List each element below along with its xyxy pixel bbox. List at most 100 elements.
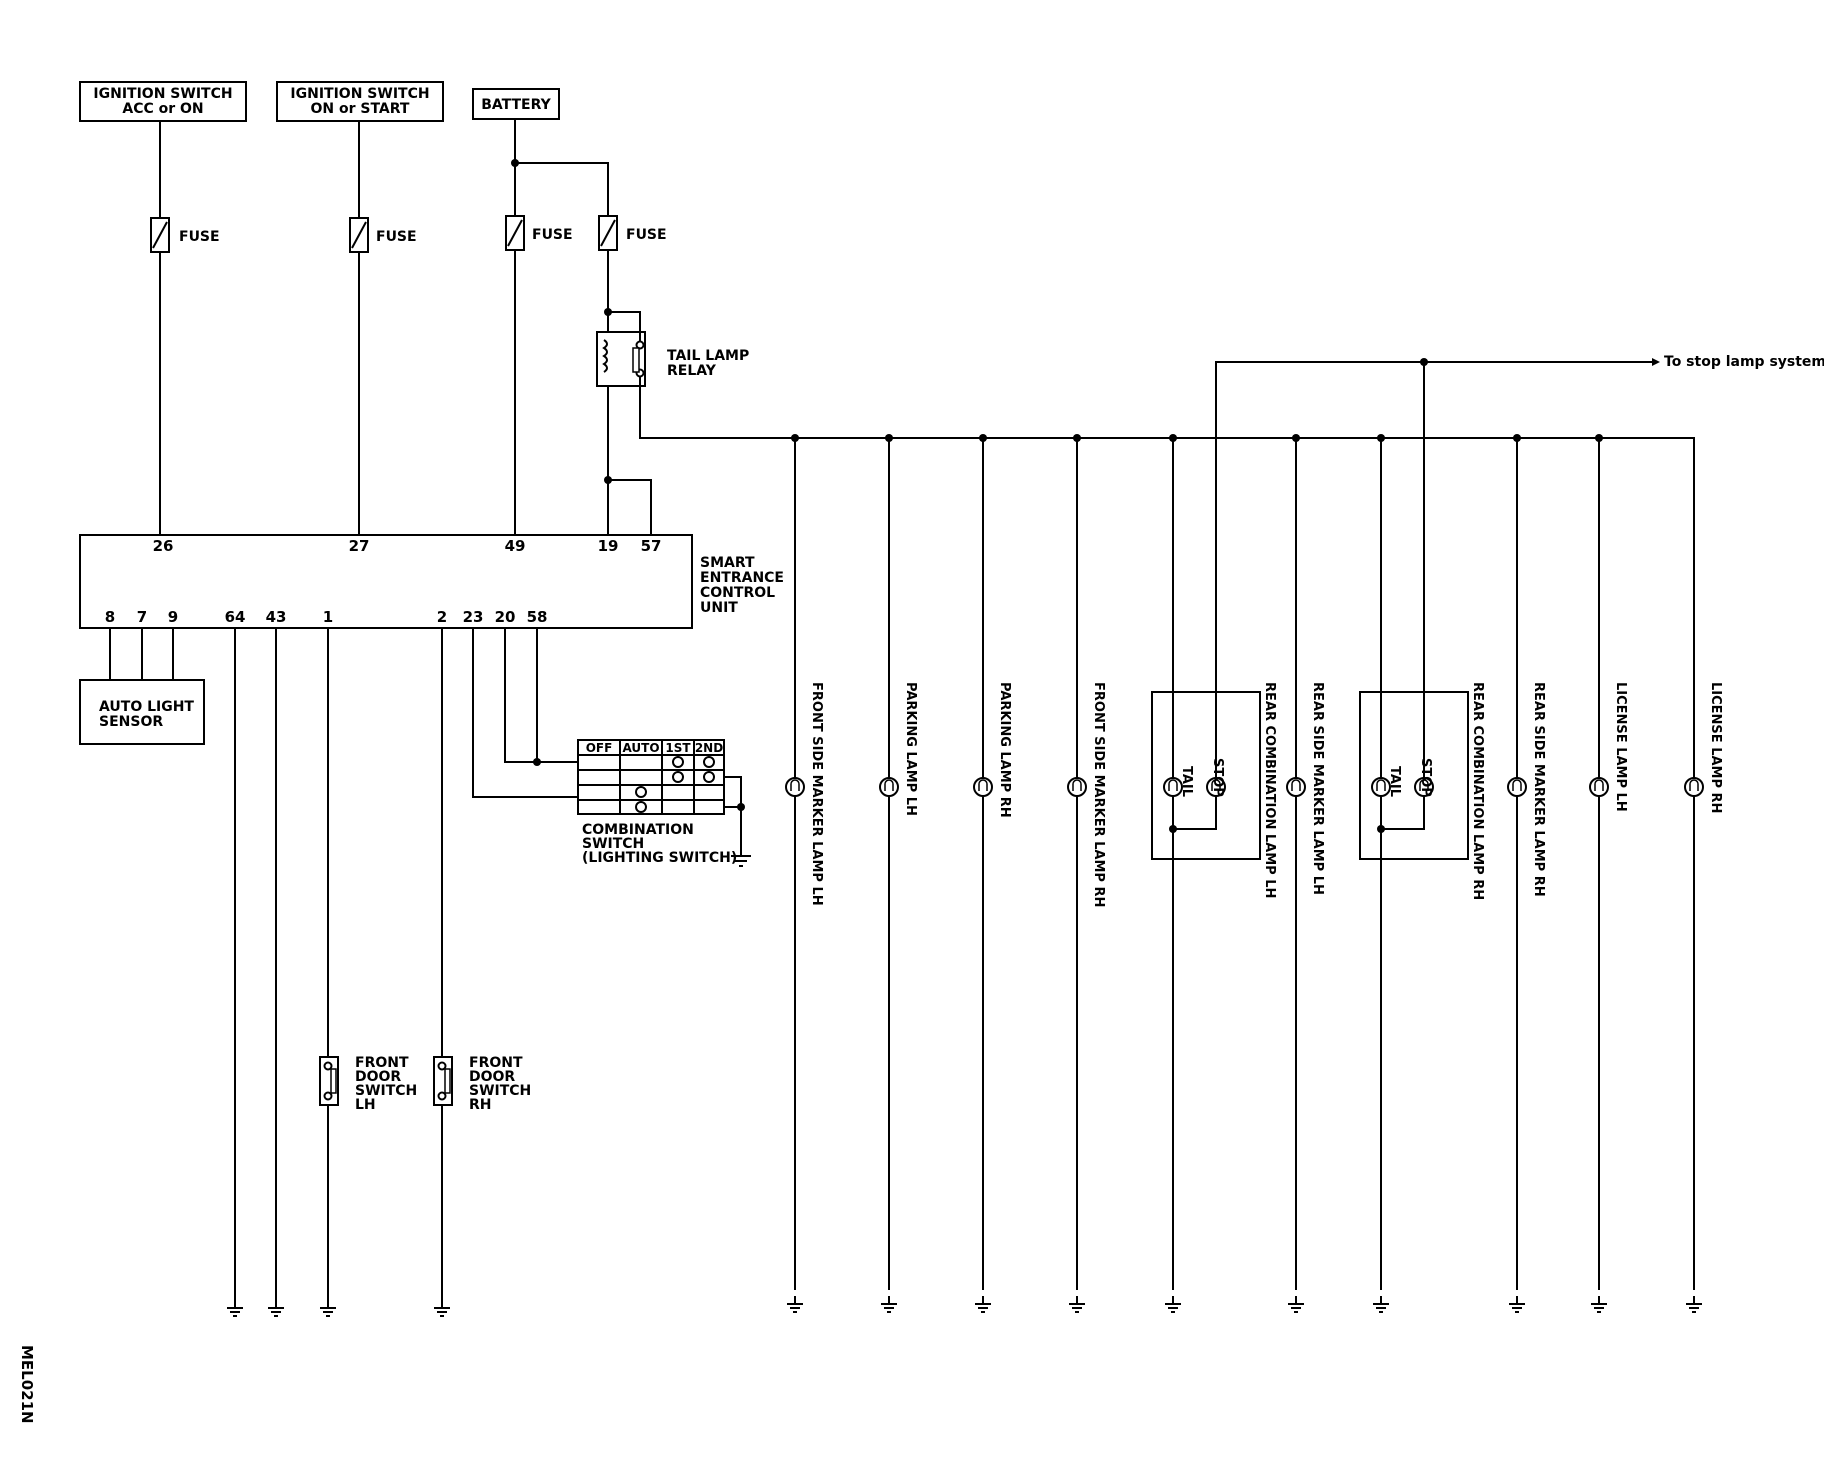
pin-number: 57: [641, 537, 662, 555]
fuse-label: FUSE: [626, 227, 667, 243]
auto-light-sensor-wires: [109, 628, 174, 680]
pin-number: 1: [323, 608, 333, 626]
fuse-icon: [150, 215, 618, 253]
ignition-on-label-1: IGNITION SWITCH: [290, 86, 429, 102]
auto-light-sensor-label-1: AUTO LIGHT: [99, 699, 194, 715]
rear-combination-lamp-rh-stop-label: STOP: [1418, 758, 1433, 797]
pin-number: 8: [105, 608, 115, 626]
rear-combination-lamp-rh-tail-label: TAIL: [1387, 766, 1402, 797]
door-switch-lh-label: FRONT: [355, 1055, 409, 1071]
license-lamp-lh-icon: [1589, 777, 1609, 797]
pin-number: 9: [168, 608, 178, 626]
ground-icon: [1288, 1296, 1304, 1313]
ignition-on-box: [276, 81, 444, 122]
pin-number: 43: [266, 608, 287, 626]
rear-combination-lamp-lh-stop-label: STOP: [1210, 758, 1225, 797]
pin-number: 26: [153, 537, 174, 555]
rear-combination-lamp-lh-label: REAR COMBINATION LAMP LH: [1262, 682, 1277, 898]
rear-combination-lamp-rh-housing: [1359, 691, 1469, 860]
ground-icon: [881, 1296, 897, 1313]
parking-lamp-rh-icon: [973, 777, 993, 797]
door-switch-icon: [319, 1056, 339, 1106]
ground-icon: [787, 1296, 803, 1313]
front-side-marker-lamp-rh-icon: [1067, 777, 1087, 797]
ground-icon: [1591, 1296, 1607, 1313]
ignition-acc-label-2: ACC or ON: [122, 101, 203, 117]
parking-lamp-rh-label: PARKING LAMP RH: [997, 682, 1012, 818]
relay-label-2: RELAY: [667, 363, 717, 379]
door-switch-lh-label: SWITCH: [355, 1083, 417, 1099]
supply-wires: [159, 119, 609, 535]
pin-number: 19: [598, 537, 619, 555]
door-switch-lh-label: DOOR: [355, 1069, 401, 1085]
ignition-on-label-2: ON or START: [311, 101, 410, 117]
combination-switch-label-3: (LIGHTING SWITCH): [582, 850, 737, 866]
relay-feed-wire: [604, 476, 652, 535]
rear-combination-lamp-lh-stop-icon: [1206, 777, 1226, 797]
combination-switch-position: 2ND: [695, 741, 723, 755]
battery-label: BATTERY: [481, 97, 551, 113]
unit-label-1: SMART: [700, 555, 755, 571]
front-side-marker-lamp-lh-label: FRONT SIDE MARKER LAMP LH: [809, 682, 824, 906]
pin-number: 7: [137, 608, 147, 626]
combination-switch-position: OFF: [586, 741, 613, 755]
ignition-acc-label-1: IGNITION SWITCH: [93, 86, 232, 102]
unit-label-2: ENTRANCE: [700, 570, 784, 586]
parking-lamp-lh-label: PARKING LAMP LH: [903, 682, 918, 816]
unit-label-4: UNIT: [700, 600, 738, 616]
pin-number: 49: [505, 537, 526, 555]
unit-output-wires: [234, 628, 578, 1300]
smart-entrance-control-unit: [79, 534, 693, 629]
stop-lamp-note: To stop lamp system: [1664, 354, 1824, 370]
license-lamp-rh-label: LICENSE LAMP RH: [1708, 682, 1723, 813]
ignition-acc-box: [79, 81, 247, 122]
ground-icon: [320, 1300, 336, 1317]
pin-number: 64: [225, 608, 246, 626]
rear-combination-lamp-rh-stop-icon: [1414, 777, 1434, 797]
ground-icon: [975, 1296, 991, 1313]
pin-number: 2: [437, 608, 447, 626]
rear-combination-lamp-lh-tail-label: TAIL: [1179, 766, 1194, 797]
ground-icon: [1509, 1296, 1525, 1313]
ground-icon: [1686, 1296, 1702, 1313]
door-switch-rh-label: SWITCH: [469, 1083, 531, 1099]
parking-lamp-lh-icon: [879, 777, 899, 797]
pin-number: 23: [463, 608, 484, 626]
door-switch-rh-label: DOOR: [469, 1069, 515, 1085]
rear-combination-lamp-rh-label: REAR COMBINATION LAMP RH: [1470, 682, 1485, 900]
rear-side-marker-lamp-lh-label: REAR SIDE MARKER LAMP LH: [1310, 682, 1325, 895]
lamp-layer: FRONT SIDE MARKER LAMP LH PARKING LAMP LH…: [785, 434, 1723, 1290]
auto-light-sensor-label-2: SENSOR: [99, 714, 163, 730]
auto-light-sensor: [79, 679, 205, 745]
rear-combination-lamp-rh-tail-icon: [1371, 777, 1391, 797]
door-switch-lh-label: LH: [355, 1097, 376, 1113]
pin-number: 27: [349, 537, 370, 555]
combination-switch-position: AUTO: [622, 741, 659, 755]
rear-side-marker-lamp-rh-label: REAR SIDE MARKER LAMP RH: [1531, 682, 1546, 897]
combination-switch-label-2: SWITCH: [582, 836, 644, 852]
combination-switch-position: 1ST: [665, 741, 691, 755]
combination-switch-grid: [577, 739, 751, 867]
ground-icon: [1165, 1296, 1181, 1313]
ground-layer: [227, 1296, 1702, 1317]
ground-icon: [1373, 1296, 1389, 1313]
door-switch-rh-label: RH: [469, 1097, 492, 1113]
ground-icon: [434, 1300, 450, 1317]
front-side-marker-lamp-rh-label: FRONT SIDE MARKER LAMP RH: [1091, 682, 1106, 907]
ground-icon: [1069, 1296, 1085, 1313]
unit-label-3: CONTROL: [700, 585, 775, 601]
fuse-label: FUSE: [179, 229, 220, 245]
fuse-label: FUSE: [376, 229, 417, 245]
door-switch-icon: [433, 1056, 453, 1106]
rear-side-marker-lamp-rh-icon: [1507, 777, 1527, 797]
fuse-label: FUSE: [532, 227, 573, 243]
pin-number: 58: [527, 608, 548, 626]
relay-icon: [596, 308, 1695, 1290]
ground-icon: [268, 1300, 284, 1317]
rear-side-marker-lamp-lh-icon: [1286, 777, 1306, 797]
combination-switch-label-1: COMBINATION: [582, 822, 694, 838]
ground-icon: [227, 1300, 243, 1317]
license-lamp-rh-icon: [1684, 777, 1704, 797]
figure-code: MEL021N: [18, 1345, 36, 1424]
